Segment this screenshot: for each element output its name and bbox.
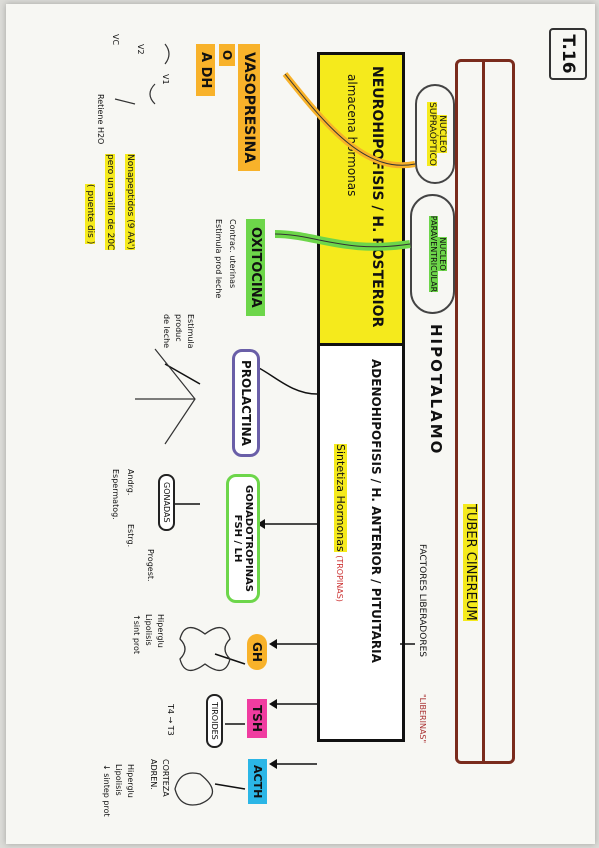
vasopresina-o: O bbox=[219, 44, 235, 67]
vasopresina-vc: VC bbox=[111, 34, 120, 46]
vasopresina-puente: pero un anillo de 20C bbox=[105, 154, 115, 251]
vasopresina-v1: V1 bbox=[161, 74, 170, 85]
oxitocina-label: OXITOCINA bbox=[246, 219, 265, 316]
gonadas-esperm: Espermatog. bbox=[111, 469, 120, 520]
gonadas-estrg: Estrg. bbox=[126, 524, 135, 548]
connector-lines bbox=[114, 43, 416, 806]
prolactina-label: PROLACTINA bbox=[232, 349, 260, 457]
tsh-label: TSH bbox=[247, 699, 267, 738]
acth-corteza: CORTEZA bbox=[161, 759, 170, 797]
vasopresina-puente2: ( puente dis ) bbox=[85, 184, 95, 245]
gonadas-progest: Progest. bbox=[146, 549, 155, 582]
acth-note3: ↓ sintep prot bbox=[102, 764, 111, 817]
acth-note2: Lipolisis bbox=[114, 764, 123, 796]
gonadotropinas-label: GONADOTROPINAS FSH / LH bbox=[226, 474, 260, 604]
prolactina-note2: produc bbox=[174, 314, 183, 342]
tiroides-box: TIROIDES bbox=[206, 694, 223, 748]
prolactina-note3: de leche bbox=[162, 314, 171, 349]
gonadas-andrg: Andrg. bbox=[126, 469, 135, 496]
tsh-t4t3: T4 → T3 bbox=[166, 704, 175, 736]
vasopresina-retiene: Retiene H2O bbox=[96, 94, 105, 145]
vasopresina-nonapeptido: Nonapeptidos (9 AA') bbox=[125, 154, 135, 250]
oxitocina-note2: Estimula prod leche bbox=[214, 219, 223, 299]
vasopresina-v2: V2 bbox=[136, 44, 145, 55]
prolactina-note1: Estimula bbox=[186, 314, 195, 349]
gh-note1: Hiperglu bbox=[156, 614, 165, 648]
gh-note2: Lipolisis bbox=[144, 614, 153, 646]
gonadas-box: GONADAS bbox=[158, 474, 175, 531]
gh-note3: ↑sint prot bbox=[132, 614, 141, 655]
vasopresina-label: VASOPRESINA bbox=[238, 44, 260, 172]
oxitocina-note1: Contrac. uterinas bbox=[228, 219, 237, 289]
rotated-canvas: T.16 NUCLEO SUPRAÓPTICO NUCLEO PARAVENTR… bbox=[6, 4, 595, 844]
gh-label: GH bbox=[247, 634, 267, 670]
note-paper: T.16 NUCLEO SUPRAÓPTICO NUCLEO PARAVENTR… bbox=[6, 4, 595, 844]
acth-note1: Hiperglu bbox=[126, 764, 135, 798]
acth-label: ACTH bbox=[248, 759, 267, 805]
vasopresina-adh: A DH bbox=[196, 44, 215, 97]
acth-adren: ADREN. bbox=[149, 759, 158, 790]
